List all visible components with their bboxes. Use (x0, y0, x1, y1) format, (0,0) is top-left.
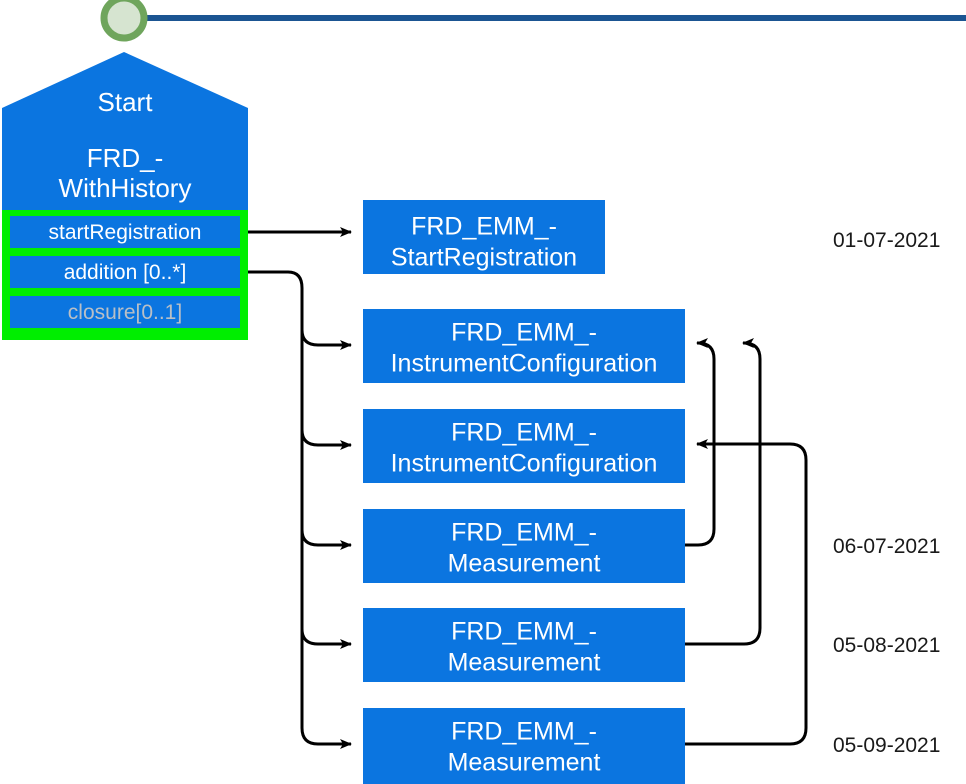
node-instrument-configuration-1[interactable]: FRD_EMM_- InstrumentConfiguration (363, 309, 685, 383)
compartment-closure-label: closure[0..1] (68, 301, 182, 324)
node-start-registration[interactable]: FRD_EMM_- StartRegistration (363, 200, 605, 274)
compartment-start-registration[interactable]: startRegistration (10, 216, 240, 248)
node-measurement-2-body (363, 608, 685, 682)
node-measurement-1-body (363, 509, 685, 583)
date-label-measurement-2: 05-08-2021 (833, 634, 940, 657)
start-node[interactable]: Start FRD_- WithHistory (2, 52, 248, 212)
date-label-measurement-1: 06-07-2021 (833, 535, 940, 558)
node-start-registration-line1: FRD_EMM_- (411, 213, 557, 241)
date-label-start-registration: 01-07-2021 (833, 229, 940, 252)
start-node-compartments: startRegistration addition [0..*] closur… (2, 210, 248, 340)
node-measurement-2-line1: FRD_EMM_- (451, 618, 597, 646)
start-node-title: Start (98, 87, 154, 117)
node-measurement-3[interactable]: FRD_EMM_- Measurement (363, 708, 685, 784)
start-node-name-line1: FRD_- (87, 143, 164, 173)
connector-measurement-2-to-configuration-1 (685, 338, 762, 646)
node-measurement-3-body (363, 708, 685, 784)
compartment-addition[interactable]: addition [0..*] (10, 256, 240, 288)
start-node-name-line2: WithHistory (59, 173, 192, 203)
compartment-start-registration-label: startRegistration (49, 221, 202, 244)
node-instrument-configuration-2-line2: InstrumentConfiguration (391, 450, 658, 478)
node-instrument-configuration-2-body (363, 409, 685, 483)
node-instrument-configuration-1-line2: InstrumentConfiguration (391, 350, 658, 378)
connector-measurement-3-to-configuration-2 (685, 439, 808, 746)
node-measurement-3-line1: FRD_EMM_- (451, 718, 597, 746)
node-measurement-1-line1: FRD_EMM_- (451, 519, 597, 547)
node-start-registration-body (363, 200, 605, 274)
node-instrument-configuration-1-body (363, 309, 685, 383)
node-measurement-1[interactable]: FRD_EMM_- Measurement (363, 509, 685, 583)
date-labels: 01-07-2021 06-07-2021 05-08-2021 05-09-2… (833, 229, 940, 757)
node-start-registration-line2: StartRegistration (391, 244, 577, 272)
timeline-start-circle (100, 0, 148, 42)
compartment-addition-label: addition [0..*] (64, 261, 187, 284)
node-instrument-configuration-1-line1: FRD_EMM_- (451, 319, 597, 347)
connector-addition-bus (248, 270, 352, 749)
node-instrument-configuration-2[interactable]: FRD_EMM_- InstrumentConfiguration (363, 409, 685, 483)
node-measurement-2[interactable]: FRD_EMM_- Measurement (363, 608, 685, 682)
node-measurement-2-line2: Measurement (448, 649, 601, 677)
date-label-measurement-3: 05-09-2021 (833, 734, 940, 757)
start-node-body (2, 52, 248, 212)
node-measurement-3-line2: Measurement (448, 749, 601, 777)
node-instrument-configuration-2-line1: FRD_EMM_- (451, 419, 597, 447)
compartment-closure[interactable]: closure[0..1] (10, 296, 240, 328)
node-measurement-1-line2: Measurement (448, 550, 601, 578)
